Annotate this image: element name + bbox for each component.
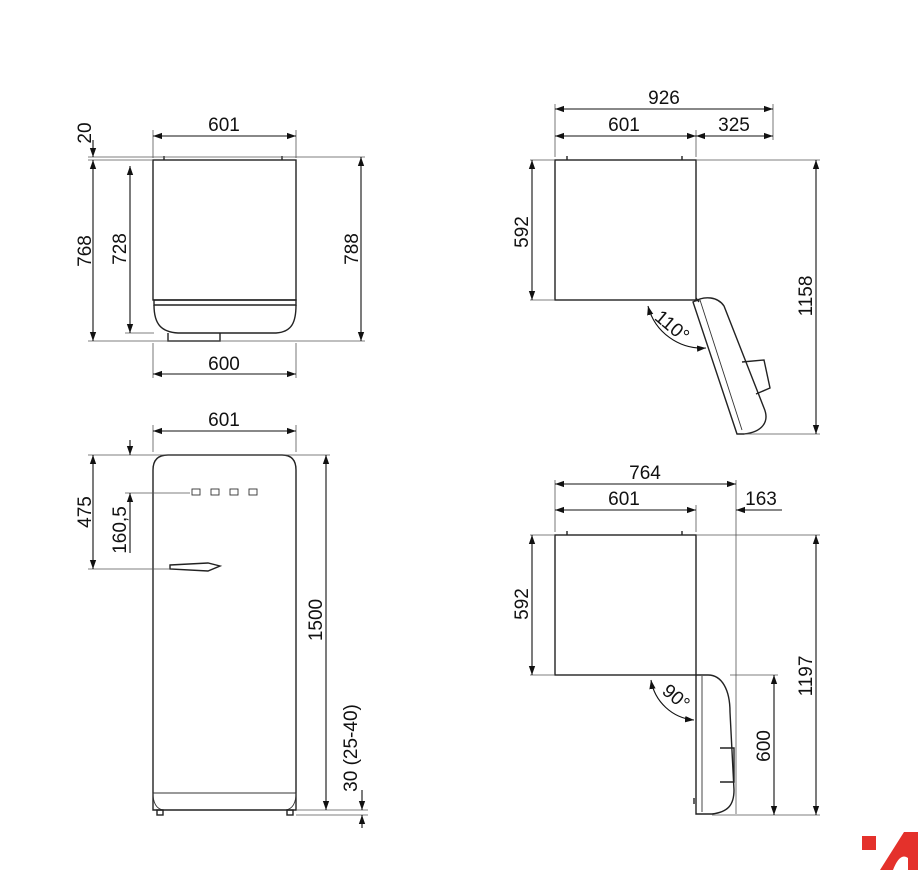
dim-90-body-width: 601 [608,489,640,510]
angle-110: 110° [650,307,693,347]
front-view: 601 475 160,5 1500 30 (25-40) [75,410,368,828]
dim-90-total-depth: 1197 [796,656,817,697]
dim-90-total-width: 764 [629,463,661,484]
dim-max-depth: 788 [342,233,363,265]
dim-body-depth: 728 [110,233,131,265]
dim-handle-height: 475 [75,496,96,528]
brand-logo-icon [862,832,918,870]
dim-bottom-width: 600 [208,354,240,375]
dim-110-door-extension: 325 [718,115,750,136]
dim-110-body-width: 601 [608,115,640,136]
dim-height: 1500 [306,599,327,641]
angle-90: 90° [658,681,694,716]
door-handle [169,562,223,572]
door-90-outline [554,531,735,815]
dim-110-depth: 592 [512,216,533,248]
control-panel-icons [191,488,258,496]
door-90-view: 90° 764 601 163 592 600 1197 [512,463,820,816]
dim-90-door-extension: 163 [745,489,777,510]
dim-110-total-depth: 1158 [796,276,817,317]
door-110-view: 110° 926 601 325 592 1158 [512,88,820,435]
dim-90-depth: 592 [512,588,533,620]
dim-90-door-depth: 600 [754,730,775,762]
top-view-outline [152,156,297,342]
dim-panel-offset: 160,5 [110,506,131,554]
dim-110-total-width: 926 [648,88,680,109]
dim-total-depth: 768 [75,235,96,267]
door-110-outline [554,156,771,435]
dim-front-width: 601 [208,410,240,431]
top-view: 601 20 768 728 788 600 [75,115,365,378]
dim-feet: 30 (25-40) [341,704,362,792]
front-view-outline [152,454,297,816]
dim-top-offset: 20 [75,122,96,143]
dim-top-width: 601 [208,115,240,136]
